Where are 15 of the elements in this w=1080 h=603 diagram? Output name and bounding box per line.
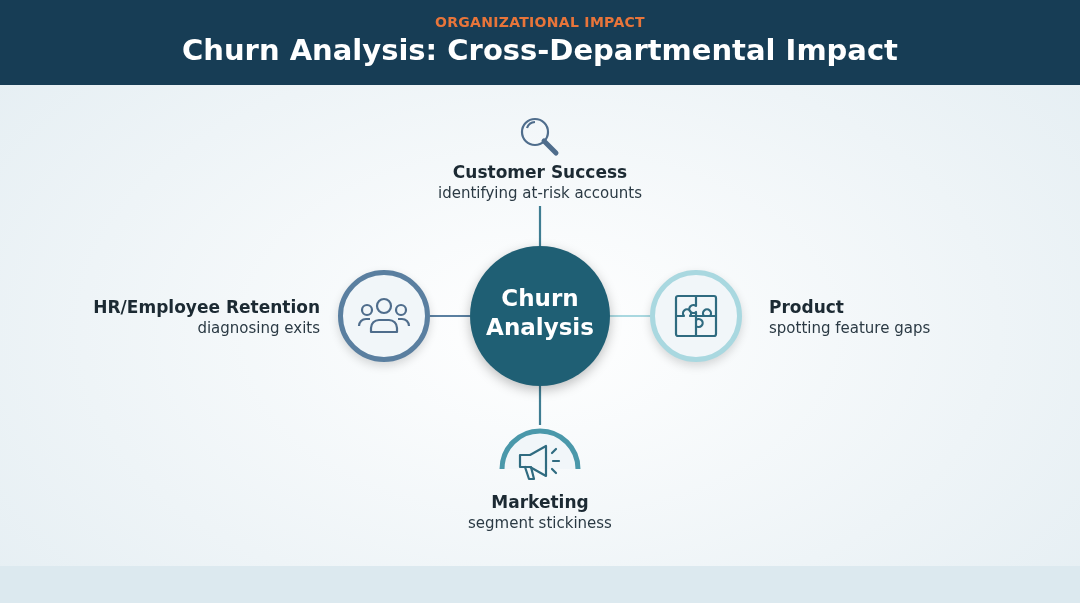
department-heading: Marketing [490,492,590,512]
connector-line [430,314,470,318]
department-heading: Customer Success [451,162,629,182]
connector-line [610,314,650,318]
department-description: segment stickiness [467,514,613,532]
department-description: diagnosing exits [197,319,320,337]
diagram-title: Churn Analysis: Cross-Departmental Impact [182,33,898,67]
hub-label: Churn Analysis [485,284,595,342]
department-description: spotting feature gaps [769,319,931,337]
connector-line [538,206,542,246]
connector-line [538,386,542,425]
department-description: identifying at-risk accounts [437,184,643,202]
department-heading: HR/Employee Retention [93,297,320,317]
department-heading: Product [769,297,844,317]
kicker-label: ORGANIZATIONAL IMPACT [435,14,645,30]
